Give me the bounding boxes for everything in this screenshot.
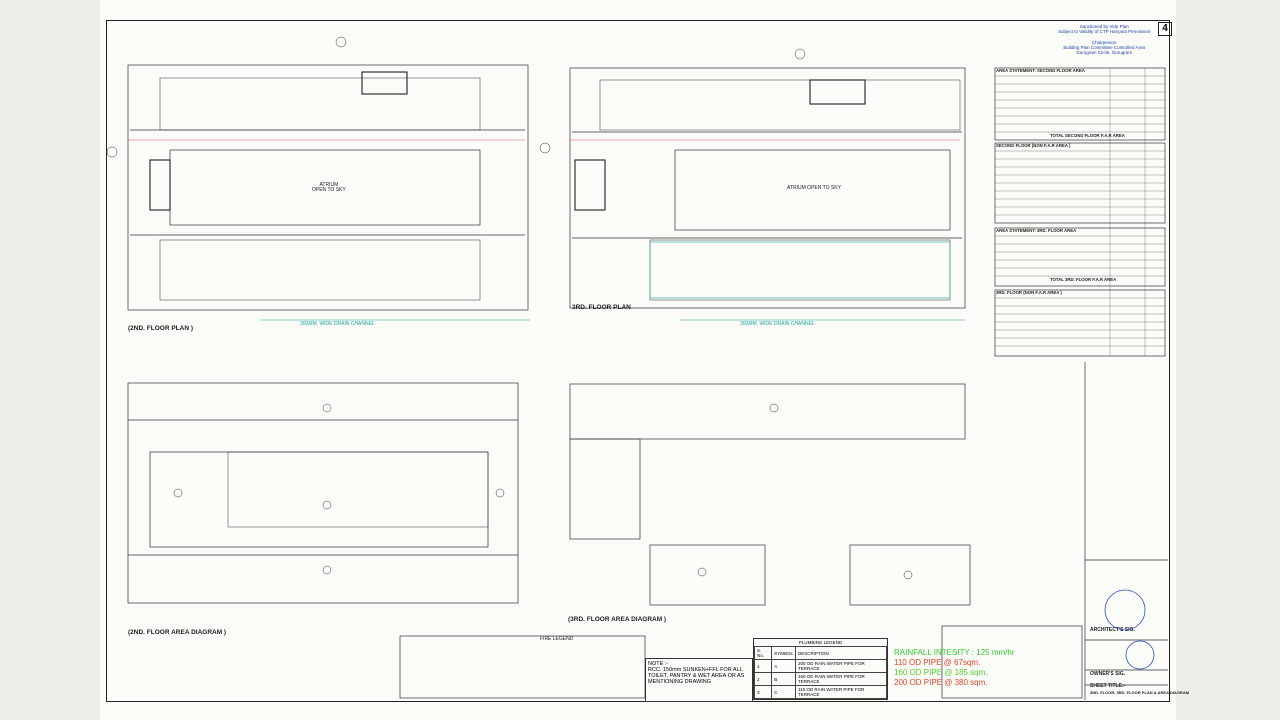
drawing-frame [106,20,1170,702]
area3-title: (3RD. FLOOR AREA DIAGRAM ) [568,616,667,623]
atrium-label: ATRIUM OPEN TO SKY [312,182,346,193]
plan3-title: 3RD. FLOOR PLAN [572,304,631,311]
atrium-label-3: ATRIUM OPEN TO SKY [787,185,841,191]
area-table-total: TOTAL SECOND FLOOR F.A.R AREA [1050,133,1125,138]
area-table-title: 3RD. FLOOR (NON F.A.R AREA ) [996,290,1062,295]
approval-stamp: Sanctioned by Vide Plan Subject to Valid… [1058,24,1151,55]
area-table-title: AREA STATEMENT: SECOND FLOOR AREA [996,68,1085,73]
owner-signature-label: OWNER'S SIG. [1090,671,1126,677]
sheet-title-label: SHEET TITLE:- [1090,683,1126,689]
drawing-sheet: 4 [100,0,1189,720]
drain-label: 300MM. WIDE DRAIN CHANNEL [300,321,375,327]
area-table-title: AREA STATEMENT: 3RD. FLOOR AREA [996,228,1077,233]
note-box: NOTE :- RCC. 150mm SUNKEN+FFL FOR ALL TO… [645,658,753,702]
architect-signature-label: ARCHITECT'S SIG. [1090,627,1135,633]
sheet-number: 4 [1158,22,1172,36]
rainfall-legend: RAINFALL INTESITY : 125 mm/hr 110 OD PIP… [894,648,1015,687]
sheet-title-value: 3ND. FLOOR, 3RD. FLOOR PLAN & AREA DIAGR… [1090,690,1190,695]
area-table-title: SECOND FLOOR (NON F.A.R AREA ) [996,143,1071,148]
drain-label-3: 300MM. WIDE DRAIN CHANNEL [740,321,815,327]
area-table-total: TOTAL 3RD. FLOOR F.A.R AREA [1050,277,1117,282]
area2-title: (2ND. FLOOR AREA DIAGRAM ) [128,629,227,636]
line-drawing [106,36,1168,700]
plan2-outline [127,64,529,311]
fire-legend-title: FIRE LEGEND [540,636,574,642]
plan2-title: (2ND. FLOOR PLAN ) [128,325,193,332]
